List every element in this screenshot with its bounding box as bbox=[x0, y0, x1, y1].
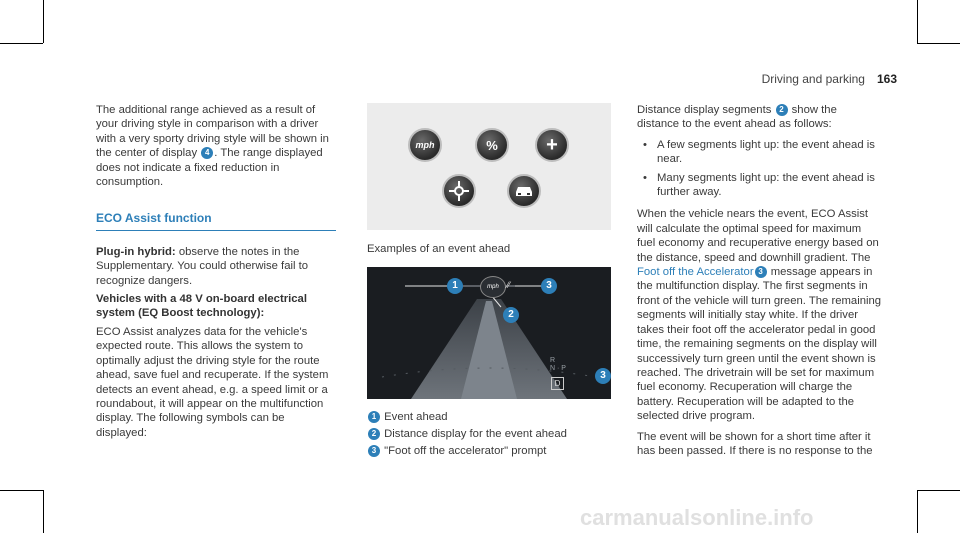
eco-paragraph: When the vehicle nears the event, ECO As… bbox=[637, 208, 882, 423]
crop-mark bbox=[43, 0, 44, 43]
symbols-figure: mph % + bbox=[367, 103, 611, 230]
gear-selector: R N · P bbox=[550, 357, 566, 372]
foot-off-accelerator-icon: ⁄⁄ bbox=[507, 280, 511, 290]
section-title: Driving and parking bbox=[761, 72, 865, 86]
crop-mark bbox=[0, 490, 43, 491]
crop-mark bbox=[917, 43, 960, 44]
mph-icon: mph bbox=[408, 128, 442, 162]
mph-icon: mph bbox=[480, 276, 506, 298]
intro-paragraph: The additional range achieved as a resul… bbox=[96, 104, 329, 189]
callout-badge: 4 bbox=[201, 147, 214, 160]
car-icon bbox=[507, 174, 541, 208]
eco-assist-body: ECO Assist analyzes data for the vehicle… bbox=[96, 325, 329, 439]
figure-caption: Examples of an event ahead bbox=[367, 243, 511, 255]
crop-mark bbox=[917, 490, 960, 491]
section-heading: ECO Assist function bbox=[96, 211, 336, 231]
figure-legend: 1 Event ahead 2 Distance display for the… bbox=[367, 409, 567, 460]
segment-list: A few segments light up: the event ahead… bbox=[637, 138, 882, 200]
callout-1: 1 bbox=[447, 278, 463, 294]
callout-3-lower: 3 bbox=[595, 368, 611, 384]
multifunction-display-figure: mph ⁄⁄ 1 3 2 R N · P D 3 bbox=[367, 267, 611, 399]
legend-item: 2 Distance display for the event ahead bbox=[367, 426, 567, 442]
right-column: Distance display segments 2 show the dis… bbox=[637, 103, 882, 468]
watermark: carmanualsonline.info bbox=[580, 505, 814, 530]
gear-indicator: D bbox=[551, 377, 564, 390]
crop-mark bbox=[917, 490, 918, 533]
hybrid-note: Plug-in hybrid: observe the notes in the… bbox=[96, 245, 309, 287]
running-header: Driving and parking 163 bbox=[762, 72, 897, 86]
list-item: Many segments light up: the event ahead … bbox=[637, 171, 882, 200]
callout-3: 3 bbox=[541, 278, 557, 294]
plus-icon: + bbox=[535, 128, 569, 162]
percent-icon: % bbox=[475, 128, 509, 162]
left-column: The additional range achieved as a resul… bbox=[96, 103, 336, 450]
callout-2: 2 bbox=[503, 307, 519, 323]
legend-item: 3 "Foot off the accelerator" prompt bbox=[367, 443, 567, 459]
page-number: 163 bbox=[876, 72, 897, 86]
crop-mark bbox=[917, 0, 918, 43]
crop-mark bbox=[0, 43, 43, 44]
roundabout-icon bbox=[442, 174, 476, 208]
vehicle-48v-label: Vehicles with a 48 V on-board electrical… bbox=[96, 293, 307, 320]
list-item: A few segments light up: the event ahead… bbox=[637, 138, 882, 167]
distance-paragraph: Distance display segments 2 show the dis… bbox=[637, 104, 837, 131]
crop-mark bbox=[43, 490, 44, 533]
event-paragraph: The event will be shown for a short time… bbox=[637, 430, 873, 457]
foot-off-link[interactable]: Foot off the Accelerator bbox=[637, 266, 754, 279]
legend-item: 1 Event ahead bbox=[367, 409, 567, 425]
